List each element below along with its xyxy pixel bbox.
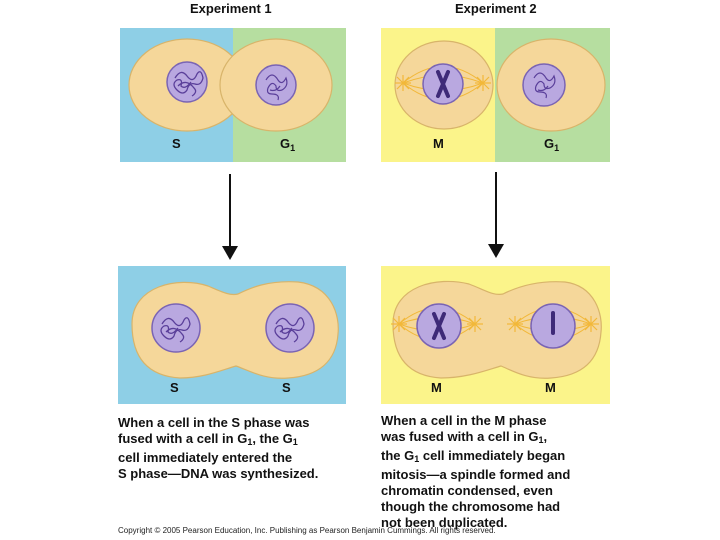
exp2-caption: When a cell in the M phase was fused wit… <box>381 413 621 531</box>
centrosome-right <box>475 75 491 91</box>
right-nucleus <box>266 304 314 352</box>
exp2-before-diagram <box>381 28 610 162</box>
exp2-after-panel: M M <box>381 266 610 404</box>
exp2-after-diagram <box>381 266 610 404</box>
exp1-caption: When a cell in the S phase was fused wit… <box>118 415 358 482</box>
exp1-after-left-label: S <box>170 380 179 395</box>
copyright-notice: Copyright © 2005 Pearson Education, Inc.… <box>118 526 496 535</box>
experiment-2-title: Experiment 2 <box>455 1 537 16</box>
exp2-after-right-label: M <box>545 380 556 395</box>
exp2-before-right-label: G1 <box>544 136 559 153</box>
exp2-before-left-label: M <box>433 136 444 151</box>
exp2-before-panel: M G1 <box>381 28 610 162</box>
exp2-arrow <box>486 172 506 262</box>
experiment-1-title: Experiment 1 <box>190 1 272 16</box>
exp1-before-diagram <box>120 28 346 162</box>
centrosome-left <box>395 75 411 91</box>
exp1-after-right-label: S <box>282 380 291 395</box>
exp1-after-panel: S S <box>118 266 346 404</box>
exp1-before-left-label: S <box>172 136 181 151</box>
exp1-before-right-label: G1 <box>280 136 295 153</box>
exp1-arrow <box>220 174 240 264</box>
exp2-after-left-label: M <box>431 380 442 395</box>
exp1-after-diagram <box>118 266 346 404</box>
left-nucleus <box>152 304 200 352</box>
exp1-before-panel: S G1 <box>120 28 346 162</box>
